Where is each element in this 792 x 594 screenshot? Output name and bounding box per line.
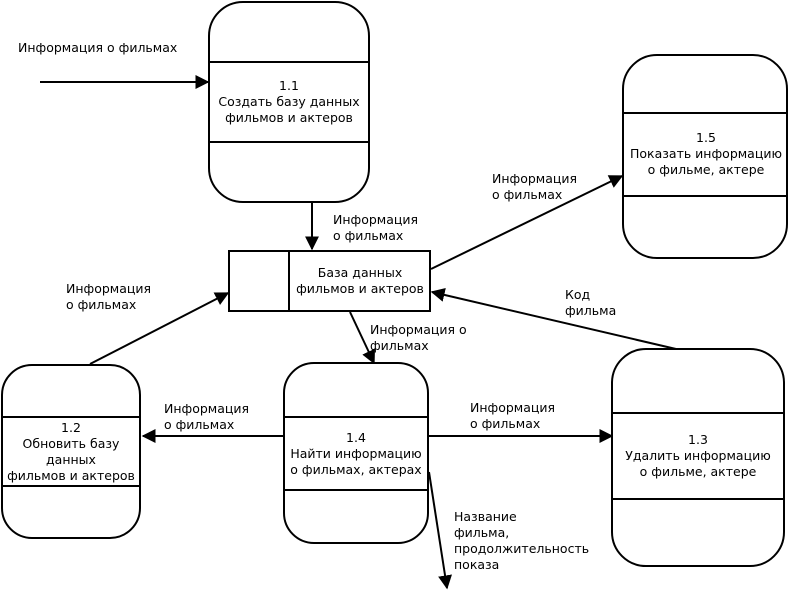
flow-1-4-to-1-3: Информация о фильмах bbox=[428, 400, 614, 443]
flow-label: о фильмах bbox=[66, 297, 136, 312]
data-store[interactable]: База данных фильмов и актеров bbox=[228, 250, 431, 312]
process-label: данных bbox=[46, 452, 96, 467]
flow-label: Код bbox=[565, 287, 590, 302]
flow-1-4-to-1-2: Информация о фильмах bbox=[141, 401, 284, 443]
process-label: Удалить информацию bbox=[625, 448, 770, 463]
process-1-5[interactable]: 1.5 Показать информацию о фильме, актере bbox=[622, 54, 788, 259]
flow-label: о фильмах bbox=[333, 228, 403, 243]
flow-1-1-to-store: Информация о фильмах bbox=[305, 201, 418, 251]
flow-label: Название bbox=[454, 509, 517, 524]
process-1-1[interactable]: 1.1 Создать базу данных фильмов и актеро… bbox=[208, 1, 370, 203]
flow-label: фильма bbox=[565, 303, 616, 318]
process-label: о фильме, актере bbox=[648, 162, 765, 177]
process-id: 1.1 bbox=[279, 78, 299, 93]
flow-label: Информация о фильмах bbox=[18, 40, 177, 55]
process-label: фильмов и актеров bbox=[225, 110, 353, 125]
flow-label: продолжительность bbox=[454, 541, 589, 556]
process-id: 1.3 bbox=[688, 432, 708, 447]
process-label: Обновить базу bbox=[23, 436, 120, 451]
flow-label: показа bbox=[454, 557, 499, 572]
flow-store-to-1-5: Информация о фильмах bbox=[430, 171, 624, 270]
flow-label: фильма, bbox=[454, 525, 509, 540]
process-label: фильмов и актеров bbox=[7, 468, 135, 483]
flow-label: Информация о bbox=[370, 322, 467, 337]
flow-label: о фильмах bbox=[470, 416, 540, 431]
flow-label: о фильмах bbox=[164, 417, 234, 432]
flow-input-to-1-1: Информация о фильмах bbox=[18, 40, 210, 89]
flow-label: Информация bbox=[470, 400, 555, 415]
flow-label: Информация bbox=[66, 281, 151, 296]
process-id: 1.4 bbox=[346, 430, 366, 445]
flow-1-3-to-store: Код фильма bbox=[430, 287, 677, 350]
process-1-2[interactable]: 1.2 Обновить базу данных фильмов и актер… bbox=[1, 364, 141, 539]
flow-1-4-output: Название фильма, продолжительность показ… bbox=[428, 471, 589, 590]
flow-store-to-1-4: Информация о фильмах bbox=[349, 311, 467, 365]
process-label: о фильмах, актерах bbox=[290, 462, 421, 477]
flow-label: о фильмах bbox=[492, 187, 562, 202]
process-1-4[interactable]: 1.4 Найти информацию о фильмах, актерах bbox=[283, 362, 429, 544]
flow-label: Информация bbox=[492, 171, 577, 186]
process-id: 1.2 bbox=[61, 420, 81, 435]
flow-label: фильмах bbox=[370, 338, 429, 353]
process-id: 1.5 bbox=[696, 130, 716, 145]
flow-1-2-to-store: Информация о фильмах bbox=[66, 281, 230, 365]
process-label: Создать базу данных bbox=[218, 94, 359, 109]
flow-label: Информация bbox=[333, 212, 418, 227]
process-label: Показать информацию bbox=[630, 146, 782, 161]
flow-label: Информация bbox=[164, 401, 249, 416]
store-label: База данных bbox=[318, 265, 402, 280]
store-label: фильмов и актеров bbox=[296, 281, 424, 296]
process-label: Найти информацию bbox=[290, 446, 421, 461]
process-1-3[interactable]: 1.3 Удалить информацию о фильме, актере bbox=[611, 348, 785, 567]
process-label: о фильме, актере bbox=[640, 464, 757, 479]
